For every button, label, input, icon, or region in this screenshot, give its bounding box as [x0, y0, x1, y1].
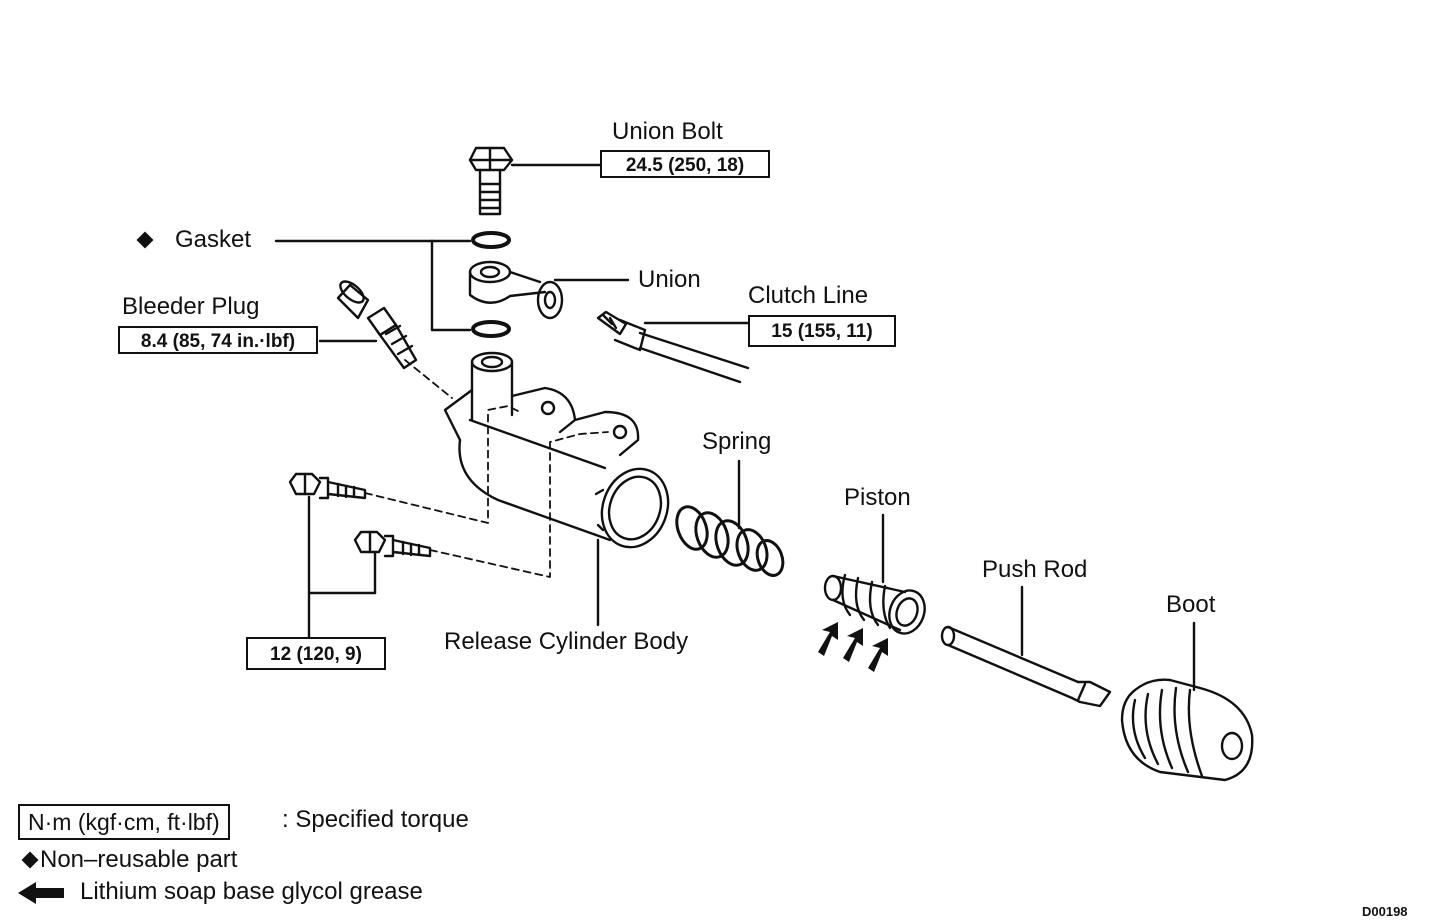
legend-torque-units: N·m (kgf·cm, ft·lbf): [18, 804, 230, 840]
legend-grease: Lithium soap base glycol grease: [80, 878, 423, 905]
label-push-rod: Push Rod: [982, 556, 1088, 583]
torque-clutch-line: 15 (155, 11): [748, 315, 896, 347]
torque-body-bolts: 12 (120, 9): [246, 637, 386, 670]
legend-torque-desc: : Specified torque: [282, 806, 469, 833]
release-cylinder-body: [443, 351, 670, 549]
grease-arrows: [818, 622, 888, 672]
union-bolt: [468, 146, 514, 216]
label-clutch-line: Clutch Line: [748, 282, 869, 309]
gasket-lower: [471, 320, 511, 338]
push-rod: [940, 625, 1112, 708]
label-bleeder-plug: Bleeder Plug: [122, 293, 260, 320]
label-piston: Piston: [844, 484, 911, 511]
spring: [675, 505, 785, 577]
torque-bleeder-plug: 8.4 (85, 74 in.·lbf): [118, 326, 318, 354]
torque-union-bolt: 24.5 (250, 18): [600, 150, 770, 178]
figure-code: D00198: [1362, 904, 1408, 919]
union: [468, 260, 564, 320]
boot: [1120, 678, 1254, 782]
label-gasket: Gasket: [175, 226, 252, 253]
bleeder-plug: [366, 306, 418, 370]
bleeder-cap: [336, 280, 370, 320]
label-union: Union: [638, 266, 701, 293]
piston: [823, 573, 926, 635]
label-release-cylinder-body: Release Cylinder Body: [444, 628, 689, 655]
label-union-bolt: Union Bolt: [612, 118, 723, 145]
gasket-upper: [471, 231, 511, 249]
body-bolt-lower: [353, 530, 432, 558]
legend-non-reusable: Non–reusable part: [40, 846, 238, 873]
label-spring: Spring: [702, 428, 772, 455]
guide-lines: [364, 359, 609, 578]
body-bolt-upper: [288, 472, 367, 500]
clutch-line: [596, 310, 750, 384]
grease-arrow-icon: [18, 882, 64, 904]
label-boot: Boot: [1166, 591, 1216, 618]
leader-lines: [274, 163, 1196, 692]
